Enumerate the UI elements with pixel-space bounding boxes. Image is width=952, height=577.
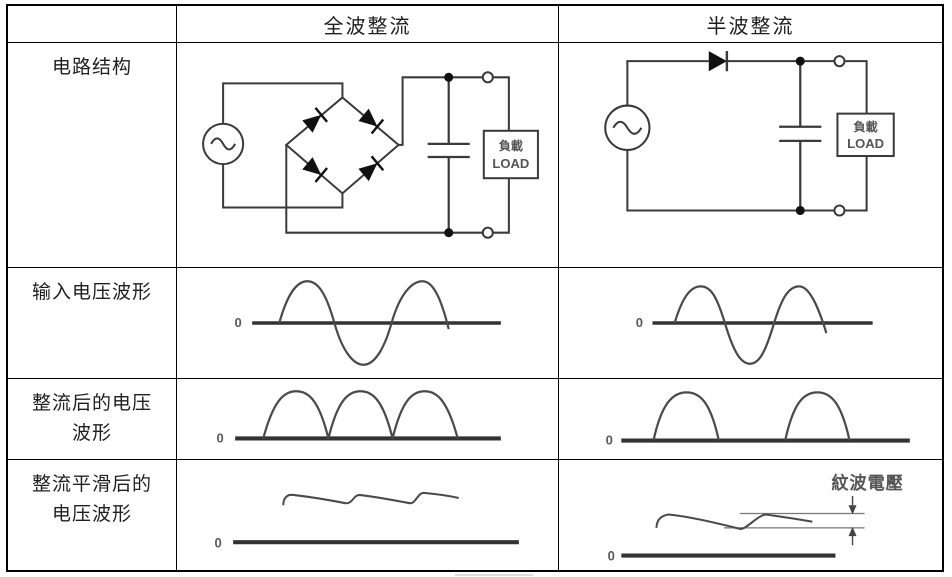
cell-half-wave-circuit: 負載 LOAD — [559, 43, 942, 268]
zero-label: 0 — [235, 315, 242, 330]
row-label-input-waveform-text: 输入电压波形 — [31, 282, 152, 303]
sine-wave-path — [673, 285, 828, 365]
cell-half-wave-smoothed: 紋波電壓 0 — [559, 460, 942, 570]
rectified-humps-path — [652, 391, 851, 441]
cut-off-caption-remnant — [455, 574, 533, 576]
ac-source-sine-glyph — [612, 120, 643, 135]
diode-icon — [358, 155, 385, 182]
cell-half-wave-input: 0 — [559, 268, 942, 379]
capacitor-icon — [779, 61, 822, 211]
ac-source-icon — [604, 104, 651, 151]
wire-source-bottom — [222, 164, 344, 209]
row-label-smoothed-line2: 电压波形 — [51, 504, 132, 525]
full-wave-smoothed-waveform: 0 — [214, 491, 519, 550]
half-wave-input-waveform: 0 — [636, 285, 873, 365]
zero-label: 0 — [608, 549, 615, 564]
row-label-rectified-waveform: 整流后的电压 波形 — [8, 379, 177, 460]
full-wave-circuit-diagram: 負載 LOAD — [202, 71, 539, 239]
terminal-circle — [833, 204, 846, 217]
row-label-rectified-line1: 整流后的电压 — [31, 393, 152, 414]
header-half-wave-label: 半波整流 — [706, 15, 795, 38]
terminal-circle — [833, 55, 846, 68]
wire-bottom-terminal-to-load — [844, 156, 868, 212]
wire-bridge-to-bottom-rail — [285, 144, 483, 234]
half-wave-circuit-diagram: 負載 LOAD — [604, 51, 895, 217]
cell-full-wave-circuit: 負載 LOAD — [177, 43, 559, 268]
wire-source-top — [222, 82, 344, 124]
arrow-up-icon — [848, 526, 857, 537]
cell-half-wave-rectified: 0 — [559, 379, 942, 460]
wire-top-terminal-to-load — [492, 76, 510, 131]
zero-label: 0 — [636, 315, 643, 330]
capacitor-icon — [427, 77, 470, 233]
load-box — [482, 129, 539, 180]
cell-full-wave-rectified: 0 — [177, 379, 559, 460]
rectified-humps-path — [262, 390, 459, 439]
full-wave-rectified-waveform: 0 — [216, 390, 501, 446]
cell-full-wave-input: 0 — [177, 268, 559, 379]
load-box — [836, 112, 895, 158]
header-full-wave: 全波整流 — [177, 6, 559, 43]
header-half-wave: 半波整流 — [559, 6, 942, 43]
zero-label: 0 — [606, 433, 613, 448]
load-label-cn: 負載 — [499, 138, 523, 153]
diode-icon — [708, 51, 727, 72]
half-wave-smoothed-waveform: 紋波電壓 0 — [608, 473, 903, 564]
wire-bottom-terminal-to-load — [492, 178, 510, 234]
arrow-down-icon — [848, 505, 857, 515]
wire-source-top — [626, 60, 709, 106]
half-wave-wires — [604, 51, 868, 212]
zero-label: 0 — [214, 535, 221, 550]
diode-icon — [358, 108, 385, 135]
smoothed-ripple-path — [282, 491, 459, 506]
row-label-smoothed-waveform: 整流平滑后的 电压波形 — [8, 460, 177, 570]
header-full-wave-label: 全波整流 — [323, 15, 412, 38]
wire-top-terminal-to-load — [844, 60, 868, 114]
ac-source-icon — [202, 122, 245, 166]
ripple-voltage-label: 紋波電壓 — [831, 473, 903, 493]
full-wave-input-waveform: 0 — [235, 280, 501, 366]
smoothed-ripple-path — [655, 513, 813, 530]
bridge-diodes — [302, 107, 385, 183]
row-label-rectified-line2: 波形 — [71, 423, 112, 444]
ripple-dimension-arrows — [848, 495, 857, 546]
row-label-circuit-structure-text: 电路结构 — [51, 57, 132, 78]
terminal-circle — [481, 71, 494, 84]
half-wave-rectified-waveform: 0 — [606, 391, 910, 448]
wire-source-bottom — [626, 149, 835, 212]
ripple-reference-lines — [723, 512, 865, 529]
load-label-en: LOAD — [492, 156, 529, 171]
bridge-rectifier-diamond — [284, 96, 401, 195]
junction-dot — [444, 228, 454, 238]
header-corner-cell — [8, 6, 177, 43]
rectification-comparison-table: 全波整流 半波整流 电路结构 — [6, 4, 944, 572]
diode-icon — [302, 157, 328, 183]
load-label-en: LOAD — [847, 136, 884, 151]
cell-full-wave-smoothed: 0 — [177, 460, 559, 570]
row-label-input-waveform: 输入电压波形 — [8, 268, 177, 379]
full-wave-wires — [202, 76, 510, 234]
junction-dot — [795, 56, 805, 66]
junction-dot — [444, 72, 454, 82]
load-label-cn: 負載 — [854, 119, 878, 134]
row-label-circuit-structure: 电路结构 — [8, 43, 177, 268]
diode-icon — [302, 107, 328, 133]
sine-wave-path — [278, 280, 450, 366]
zero-label: 0 — [216, 430, 223, 445]
row-label-smoothed-line1: 整流平滑后的 — [31, 474, 152, 495]
terminal-circle — [481, 226, 494, 239]
ac-source-sine-glyph — [210, 137, 237, 151]
wire-bridge-to-top-rail — [398, 76, 483, 146]
junction-dot — [795, 205, 805, 216]
